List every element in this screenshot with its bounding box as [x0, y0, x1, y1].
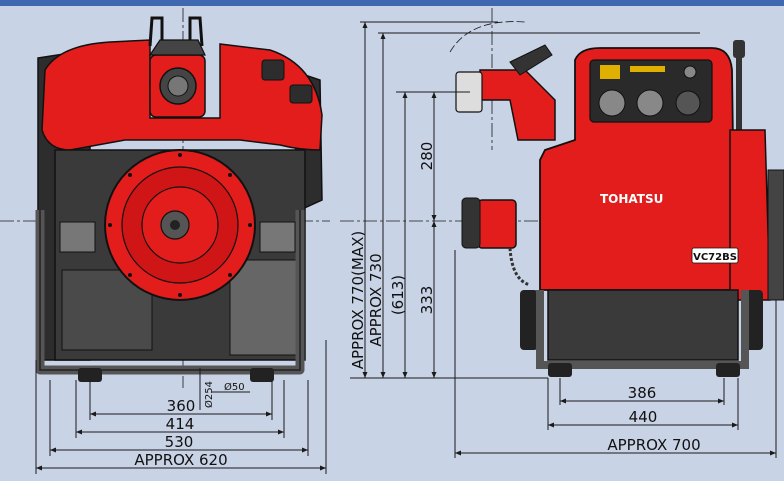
model-badge [691, 247, 739, 264]
brand-label: TOHATSU [600, 192, 663, 206]
side-view-pump [340, 8, 784, 377]
dim-280: 280 [418, 142, 436, 171]
front-view-arrows [36, 411, 326, 471]
side-view-horizontal-arrows [455, 398, 776, 456]
dim-414: 414 [166, 415, 195, 433]
front-view-dimensions [35, 340, 327, 474]
front-view-pump [0, 8, 330, 388]
dim-dia-50: Ø50 [224, 381, 245, 393]
dim-440: 440 [629, 408, 658, 426]
dim-approx-730: APPROX 730 [367, 253, 385, 346]
dim-530: 530 [165, 433, 194, 451]
front-view-labels: 360 414 530 APPROX 620 [134, 397, 227, 469]
dim-386: 386 [628, 384, 657, 402]
dim-dia-254: Ø254 [203, 381, 215, 408]
dim-approx-770-max: APPROX 770(MAX) [349, 231, 367, 369]
dim-360: 360 [167, 397, 196, 415]
dim-approx-620: APPROX 620 [134, 451, 227, 469]
model-label: VC72BS [693, 252, 737, 263]
top-bar [0, 0, 784, 6]
dim-613: (613) [389, 275, 407, 315]
side-view-vertical-arrows [362, 22, 437, 378]
dim-333: 333 [418, 286, 436, 315]
side-view-horizontal-dimensions [454, 250, 777, 458]
dim-approx-700: APPROX 700 [607, 436, 700, 454]
